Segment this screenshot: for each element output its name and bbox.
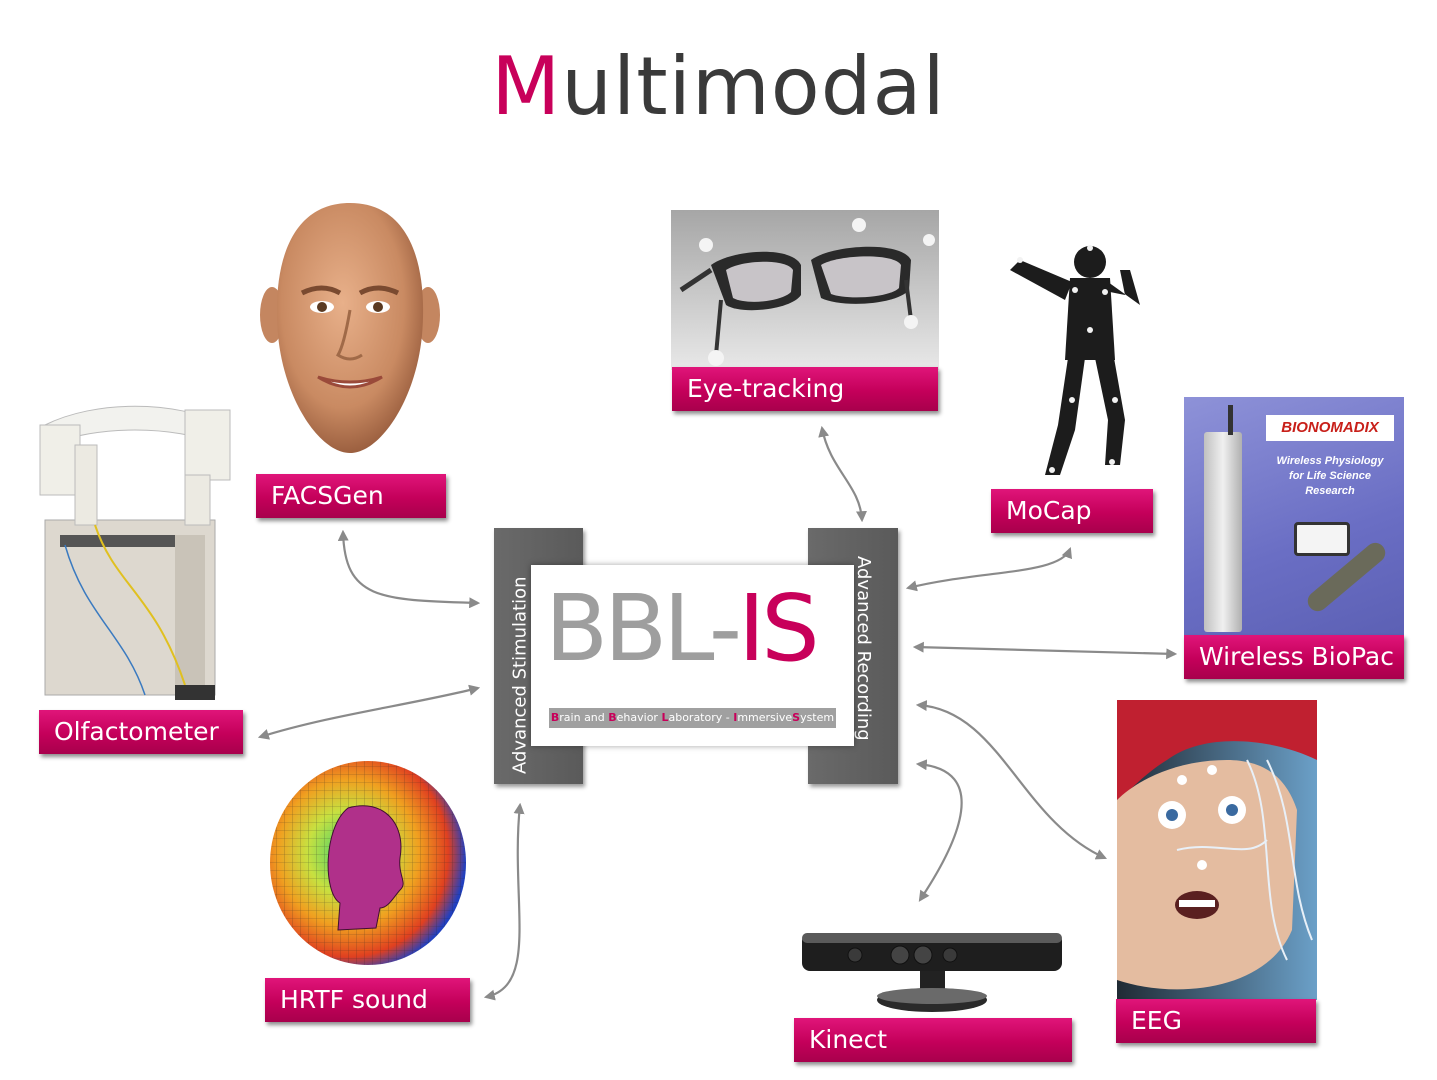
hrtf-sphere-image — [270, 761, 466, 965]
label-facsgen: FACSGen — [256, 474, 446, 518]
biopac-module — [1294, 522, 1350, 556]
subtitle-initial: I — [733, 711, 738, 724]
arrow-eeg — [915, 700, 1108, 860]
arrow-olfactometer — [257, 684, 481, 740]
label-eye-tracking: Eye-tracking — [672, 367, 938, 411]
subtitle-text: aboratory - — [668, 711, 734, 724]
bionomadix-tagline-1: Wireless Physiology — [1276, 455, 1384, 467]
subtitle-text: ystem — [800, 711, 835, 724]
arrow-biopac — [912, 641, 1178, 660]
label-eeg: EEG — [1116, 999, 1316, 1043]
subtitle-text: rain and — [559, 711, 609, 724]
bionomadix-tagline-3: Research — [1305, 485, 1355, 497]
arrow-hrtf — [483, 802, 525, 1001]
advanced-recording-label: Advanced Recording — [853, 556, 874, 741]
subtitle-initial: S — [792, 711, 801, 724]
bionomadix-brand: BIONOMADIX — [1266, 415, 1394, 441]
bbl-is-logo: BBL-IS — [545, 583, 820, 675]
facsgen-face-image — [260, 203, 440, 453]
subtitle-text: ehavior — [616, 711, 662, 724]
biopac-transmitter — [1204, 432, 1242, 632]
page-title: Multimodal — [0, 40, 1437, 133]
arrow-mocap — [905, 546, 1072, 592]
label-biopac: Wireless BioPac — [1184, 635, 1404, 679]
biopac-antenna — [1228, 405, 1233, 435]
title-accent: M — [491, 40, 562, 133]
subtitle-initial: L — [661, 711, 669, 724]
subtitle-initial: B — [550, 711, 560, 724]
subtitle-text: mmersive — [737, 711, 793, 724]
eeg-image — [1117, 700, 1317, 1000]
bionomadix-tagline-2: for Life Science — [1289, 470, 1371, 482]
bbl-is-logo-box: BBL-IS Brain and Behavior Laboratory - I… — [531, 565, 854, 746]
arrow-kinect — [915, 759, 963, 902]
label-hrtf: HRTF sound — [265, 978, 470, 1022]
label-olfactometer: Olfactometer — [39, 710, 243, 754]
bbl-is-subtitle: Brain and Behavior Laboratory - Immersiv… — [549, 708, 836, 728]
olfactometer-image — [39, 405, 231, 700]
subtitle-initial: B — [608, 711, 617, 724]
eye-tracking-image — [671, 210, 939, 370]
advanced-stimulation-label: Advanced Stimulation — [509, 576, 531, 774]
arrow-facsgen — [337, 529, 481, 609]
label-mocap: MoCap — [991, 489, 1153, 533]
label-kinect: Kinect — [794, 1018, 1072, 1062]
kinect-image — [802, 933, 1062, 1012]
arrow-eyetracking — [818, 425, 867, 523]
biopac-image: BIONOMADIX Wireless Physiology for Life … — [1184, 397, 1404, 637]
mocap-figure-image — [1010, 245, 1140, 475]
title-rest: ultimodal — [561, 40, 946, 133]
logo-main: BBL- — [545, 575, 742, 682]
logo-accent: IS — [738, 575, 820, 682]
